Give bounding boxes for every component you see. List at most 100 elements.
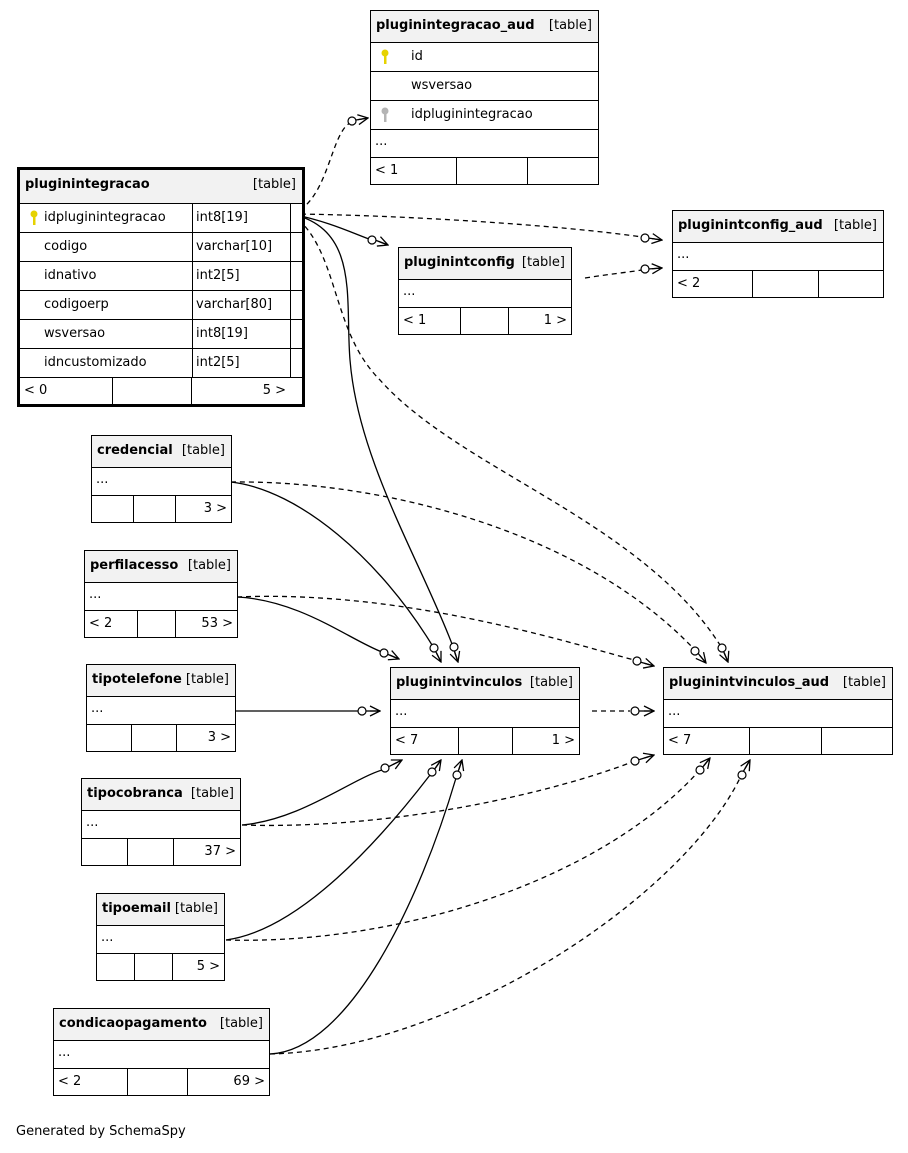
table-pluginintegracao-aud[interactable]: pluginintegracao_aud [table] id wsversao… <box>370 10 599 185</box>
edge-perfilacesso-to-vinculos <box>236 596 383 653</box>
ellipsis-text: ... <box>101 930 114 945</box>
table-type: [table] <box>187 558 231 573</box>
table-pluginintconfig[interactable]: pluginintconfig [table] ... < 1 1 > <box>398 247 572 335</box>
ellipsis-row: ... <box>399 280 571 308</box>
ellipsis-text: ... <box>668 704 681 719</box>
cardinality-circle <box>737 770 747 780</box>
parents-count: < 7 <box>664 728 750 754</box>
table-condicaopagamento[interactable]: condicaopagamento [table] ... < 2 69 > <box>53 1008 270 1096</box>
column-type: int8[19] <box>192 320 290 348</box>
edge-condicao-to-vinculos <box>269 777 457 1055</box>
table-pluginintegracao[interactable]: pluginintegracao [table] idpluginintegra… <box>17 167 305 407</box>
column-name: wsversao <box>411 78 473 93</box>
table-footer: < 2 53 > <box>85 611 237 637</box>
column-name: wsversao <box>44 326 106 341</box>
table-name: tipoemail <box>102 901 171 916</box>
foreign-key-icon <box>381 107 389 122</box>
children-count <box>819 271 883 297</box>
column-name: idpluginintegracao <box>411 107 533 122</box>
table-credencial[interactable]: credencial [table] ... 3 > <box>91 435 232 523</box>
cardinality-circle <box>630 756 640 766</box>
ellipsis-row: ... <box>85 583 237 611</box>
table-tipotelefone[interactable]: tipotelefone [table] ... 3 > <box>86 664 236 752</box>
ellipsis-text: ... <box>89 587 102 602</box>
footer-middle <box>132 725 177 751</box>
table-type: [table] <box>529 675 573 690</box>
table-name: pluginintegracao <box>25 177 150 192</box>
parents-count <box>97 954 135 980</box>
column-name: id <box>411 49 423 64</box>
edge-perfilacesso-to-vinculos-aud <box>236 595 635 661</box>
ellipsis-text: ... <box>96 472 109 487</box>
ellipsis-row: ... <box>391 700 579 728</box>
column-type: int2[5] <box>192 349 290 377</box>
ellipsis-text: ... <box>86 815 99 830</box>
ellipsis-row: ... <box>54 1041 269 1069</box>
table-pluginintvinculos[interactable]: pluginintvinculos [table] ... < 7 1 > <box>390 667 580 755</box>
edge-credencial-to-vinculos-aud <box>230 481 694 649</box>
table-name: pluginintconfig_aud <box>678 218 823 233</box>
table-perfilacesso[interactable]: perfilacesso [table] ... < 2 53 > <box>84 550 238 638</box>
table-tipocobranca[interactable]: tipocobranca [table] ... 37 > <box>81 778 241 866</box>
table-name: credencial <box>97 443 173 458</box>
ellipsis-text: ... <box>91 701 104 716</box>
cardinality-circle <box>695 765 705 775</box>
column-pad <box>290 262 291 290</box>
parents-count: < 2 <box>673 271 753 297</box>
table-name: condicaopagamento <box>59 1016 207 1031</box>
column-pad <box>290 291 291 319</box>
column-type: varchar[10] <box>192 233 290 261</box>
table-header: pluginintegracao [table] <box>20 170 302 204</box>
footer-middle <box>750 728 822 754</box>
table-type: [table] <box>842 675 886 690</box>
footer-middle <box>128 839 174 865</box>
table-pluginintvinculos-aud[interactable]: pluginintvinculos_aud [table] ... < 7 <box>663 667 893 755</box>
edge-tipocobranca-to-vinculos <box>241 769 383 826</box>
table-footer: < 2 69 > <box>54 1069 269 1095</box>
cardinality-circle <box>632 656 642 666</box>
column-pad <box>290 233 291 261</box>
ellipsis-text: ... <box>58 1045 71 1060</box>
children-count <box>822 728 892 754</box>
parents-count: < 7 <box>391 728 459 754</box>
footer-middle <box>135 954 173 980</box>
table-header: pluginintegracao_aud [table] <box>371 11 598 43</box>
cardinality-circle <box>449 642 459 652</box>
table-type: [table] <box>174 901 218 916</box>
table-pluginintconfig-aud[interactable]: pluginintconfig_aud [table] ... < 2 <box>672 210 884 298</box>
table-header: tipoemail [table] <box>97 894 224 926</box>
parents-count: < 2 <box>54 1069 128 1095</box>
table-type: [table] <box>548 18 592 33</box>
table-footer: < 1 1 > <box>399 308 571 334</box>
column-row: idnativo int2[5] <box>20 262 302 291</box>
cardinality-circle <box>427 767 437 777</box>
cardinality-circle <box>429 643 439 653</box>
ellipsis-row: ... <box>82 811 240 839</box>
column-type: varchar[80] <box>192 291 290 319</box>
edge-integracao-to-intconfig-aud <box>291 213 643 238</box>
edge-integracao-to-integracao-aud-end <box>355 118 368 120</box>
table-type: [table] <box>833 218 877 233</box>
column-name: codigo <box>44 239 88 254</box>
column-row: idpluginintegracao <box>371 101 598 130</box>
cardinality-circle <box>357 706 367 716</box>
children-count <box>528 158 598 184</box>
column-name: idpluginintegracao <box>44 210 166 225</box>
edge-tipoemail-to-vinculos-aud <box>225 771 699 941</box>
column-row: id <box>371 43 598 72</box>
footer-middle <box>461 308 509 334</box>
parents-count <box>87 725 132 751</box>
edge-credencial-to-vinculos <box>230 481 433 646</box>
table-tipoemail[interactable]: tipoemail [table] ... 5 > <box>96 893 225 981</box>
table-name: tipocobranca <box>87 786 183 801</box>
table-header: pluginintvinculos_aud [table] <box>664 668 892 700</box>
parents-count: < 2 <box>85 611 138 637</box>
parents-count <box>92 496 134 522</box>
table-type: [table] <box>185 672 229 687</box>
ellipsis-text: ... <box>395 704 408 719</box>
parents-count: < 1 <box>371 158 457 184</box>
table-footer: 3 > <box>92 496 231 522</box>
footer-middle <box>753 271 819 297</box>
ellipsis-row: ... <box>371 130 598 158</box>
column-row: codigo varchar[10] <box>20 233 302 262</box>
